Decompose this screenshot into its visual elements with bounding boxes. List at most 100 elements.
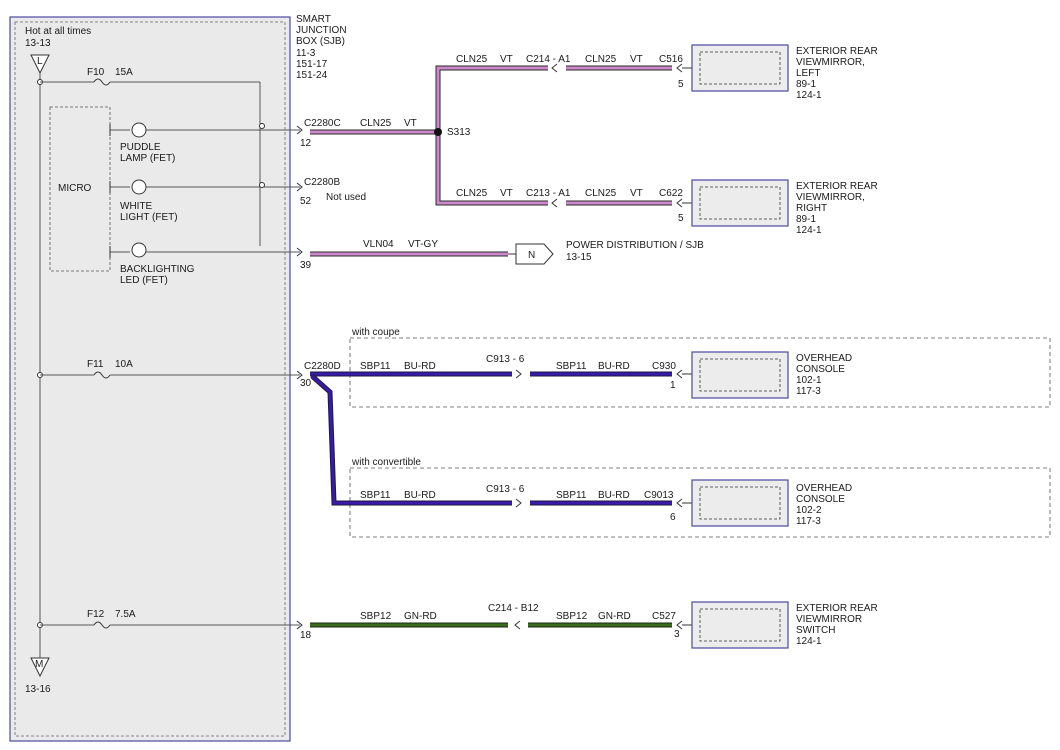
sjb-connector-c2280c: C2280C <box>304 118 341 129</box>
coupe-option-label: with coupe <box>351 327 400 338</box>
backlighting-led-fet-icon <box>131 242 147 258</box>
component-console-coupe-line3: 102-1 <box>796 375 822 386</box>
inline-c213-a1: C213 - A1 <box>526 188 571 199</box>
power-distribution-label: POWER DISTRIBUTION / SJB <box>566 240 704 251</box>
sjb-pin-12: 12 <box>300 138 312 149</box>
component-left-line2: VIEWMIRROR, <box>796 57 865 68</box>
component-right-pin: 5 <box>678 213 684 224</box>
connector-l-icon: L <box>30 54 50 75</box>
fuse-f10-icon <box>93 78 111 86</box>
component-console-conv-line1: OVERHEAD <box>796 483 852 494</box>
component-exterior-mirror-right <box>691 179 789 227</box>
splice-s313-icon <box>434 128 442 136</box>
micro-label: MICRO <box>58 183 92 194</box>
convertible-option-label: with convertible <box>351 457 421 468</box>
wire-sbp11-conv-a-color: BU-RD <box>404 490 436 501</box>
svg-text:BOX (SJB): BOX (SJB) <box>296 36 345 47</box>
component-console-conv-ref1: 117-3 <box>796 516 821 527</box>
sjb-connector-c2280d: C2280D <box>304 361 341 372</box>
component-left-connector: C516 <box>659 54 683 65</box>
wire-cln25-top-b-color: VT <box>630 54 643 65</box>
component-right-ref2: 124-1 <box>796 225 822 236</box>
svg-text:L: L <box>37 56 43 67</box>
white-light-fet-icon <box>131 179 147 195</box>
cln25-wires <box>310 65 672 206</box>
wire-sbp11-conv-a-circuit: SBP11 <box>360 490 391 501</box>
wire-cln25-top-a-circuit: CLN25 <box>456 54 488 65</box>
wire-vln04-color: VT-GY <box>408 239 438 250</box>
sjb-pin-52: 52 <box>300 196 312 207</box>
sjb-connector-c2280b: C2280B <box>304 177 340 188</box>
component-exterior-mirror-switch <box>691 601 789 649</box>
component-console-coupe-line1: OVERHEAD <box>796 353 852 364</box>
wire-sbp11-coupe-a-circuit: SBP11 <box>360 361 391 372</box>
power-distribution-connector-icon: N <box>515 243 554 265</box>
wire-cln25-main-color: VT <box>404 118 417 129</box>
fet-puddle-line2: LAMP (FET) <box>120 153 175 164</box>
component-switch-line1: EXTERIOR REAR <box>796 603 878 614</box>
wire-cln25-bot-b-color: VT <box>630 188 643 199</box>
hot-ref: 13-13 <box>25 38 51 49</box>
coupe-option-box <box>349 337 1051 408</box>
wire-cln25-bot-a-circuit: CLN25 <box>456 188 488 199</box>
smart-junction-box <box>9 16 291 742</box>
component-switch-line3: SWITCH <box>796 625 835 636</box>
svg-text:JUNCTION: JUNCTION <box>296 25 347 36</box>
wire-cln25-top-a-color: VT <box>500 54 513 65</box>
svg-text:151-24: 151-24 <box>296 70 328 81</box>
inline-c913-coupe: C913 - 6 <box>486 354 525 365</box>
component-switch-line2: VIEWMIRROR <box>796 614 862 625</box>
fet-backlight-line1: BACKLIGHTING <box>120 264 195 275</box>
wire-vln04-circuit: VLN04 <box>363 239 394 250</box>
puddle-lamp-fet-icon <box>131 122 147 138</box>
wire-sbp11-conv-b-circuit: SBP11 <box>556 490 587 501</box>
svg-text:SMART: SMART <box>296 14 331 25</box>
convertible-option-box <box>349 467 1051 538</box>
fet-backlight-line2: LED (FET) <box>120 275 168 286</box>
wire-sbp12-a-circuit: SBP12 <box>360 611 392 622</box>
component-right-ref1: 89-1 <box>796 214 816 225</box>
wire-cln25-bot-a-color: VT <box>500 188 513 199</box>
component-switch-pin: 3 <box>674 629 680 640</box>
component-overhead-console-convertible <box>691 479 789 527</box>
fuse-f11-icon <box>93 371 111 379</box>
power-distribution-ref: 13-15 <box>566 252 592 263</box>
svg-text:M: M <box>35 659 43 670</box>
component-overhead-console-coupe <box>691 351 789 399</box>
component-console-conv-connector: C9013 <box>644 490 674 501</box>
fuse-f10-rating: 15A <box>115 67 133 78</box>
inline-c214-a1: C214 - A1 <box>526 54 571 65</box>
wire-sbp12-a-color: GN-RD <box>404 611 437 622</box>
inline-c214-b12: C214 - B12 <box>488 603 539 614</box>
svg-text:11-3: 11-3 <box>296 48 316 59</box>
component-switch-ref1: 124-1 <box>796 636 822 647</box>
component-left-line3: LEFT <box>796 68 820 79</box>
fuse-f12-rating: 7.5A <box>115 609 136 620</box>
sjb-pin-18: 18 <box>300 630 312 641</box>
wire-sbp11-conv-b-color: BU-RD <box>598 490 630 501</box>
component-right-line1: EXTERIOR REAR <box>796 181 878 192</box>
component-left-ref2: 124-1 <box>796 90 822 101</box>
component-left-line1: EXTERIOR REAR <box>796 46 878 57</box>
component-console-coupe-pin: 1 <box>670 380 676 391</box>
component-right-connector: C622 <box>659 188 683 199</box>
wire-sbp11-coupe-b-circuit: SBP11 <box>556 361 587 372</box>
fet-white-line2: LIGHT (FET) <box>120 212 178 223</box>
sbp11-wires <box>310 371 672 506</box>
hot-at-all-times-label: Hot at all times <box>25 26 91 37</box>
component-switch-connector: C527 <box>652 611 676 622</box>
wire-cln25-main-circuit: CLN25 <box>360 118 392 129</box>
component-right-line2: VIEWMIRROR, <box>796 192 865 203</box>
splice-s313-label: S313 <box>447 127 471 138</box>
component-right-line3: RIGHT <box>796 203 827 214</box>
wire-sbp11-coupe-a-color: BU-RD <box>404 361 436 372</box>
sjb-pin-39: 39 <box>300 260 312 271</box>
fuse-f12-icon <box>93 621 111 629</box>
fuse-f11-name: F11 <box>87 359 104 370</box>
not-used-label: Not used <box>326 192 366 203</box>
component-console-coupe-connector: C930 <box>652 361 676 372</box>
wire-cln25-top-b-circuit: CLN25 <box>585 54 617 65</box>
inline-c913-conv: C913 - 6 <box>486 484 525 495</box>
bottom-ref: 13-16 <box>25 684 51 695</box>
